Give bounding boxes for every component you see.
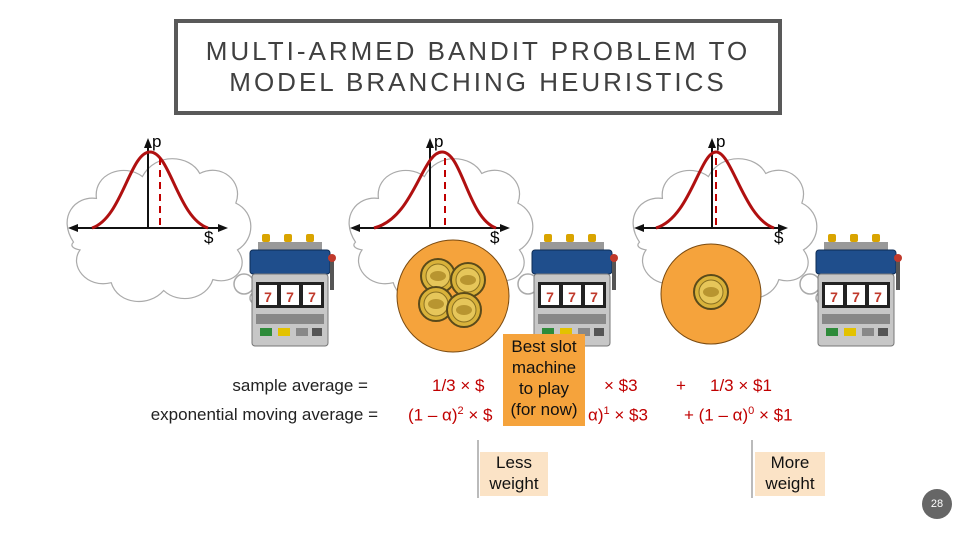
sample-plus: + — [676, 376, 686, 396]
less-weight-note: Less weight — [480, 452, 548, 496]
page-number: 28 — [922, 489, 952, 519]
slot-machine-3[interactable] — [816, 234, 902, 346]
thought-cloud-1 — [67, 159, 262, 304]
slot-machine-2[interactable] — [532, 234, 618, 346]
dollar-axis-label-2: $ — [490, 228, 499, 248]
sample-average-label: sample average = — [232, 376, 368, 396]
callout-line-2: machine — [503, 357, 585, 378]
dollar-axis-label-3: $ — [774, 228, 783, 248]
p-axis-label-3: p — [716, 132, 725, 152]
more-weight-line-1: More — [755, 452, 825, 473]
sample-term-2: × $3 — [604, 376, 638, 396]
p-axis-label-2: p — [434, 132, 443, 152]
less-weight-line-2: weight — [480, 473, 548, 494]
callout-line-3: to play — [503, 378, 585, 399]
ema-term-1: (1 – α)2 × $ — [408, 405, 492, 426]
best-slot-callout: Best slot machine to play (for now) — [503, 334, 585, 426]
slot-machine-1[interactable] — [250, 234, 336, 346]
sample-term-1: 1/3 × $ — [432, 376, 484, 396]
ema-label: exponential moving average = — [151, 405, 378, 425]
callout-line-4: (for now) — [503, 399, 585, 420]
more-weight-note: More weight — [755, 452, 825, 496]
p-axis-label-1: p — [152, 132, 161, 152]
more-weight-line-2: weight — [755, 473, 825, 494]
dollar-axis-label-1: $ — [204, 228, 213, 248]
ema-term-2: α)1 × $3 — [588, 405, 648, 426]
less-weight-line-1: Less — [480, 452, 548, 473]
coin-3 — [694, 275, 728, 309]
ema-term-3: + (1 – α)0 × $1 — [684, 405, 793, 426]
sample-term-3: 1/3 × $1 — [710, 376, 772, 396]
callout-line-1: Best slot — [503, 336, 585, 357]
